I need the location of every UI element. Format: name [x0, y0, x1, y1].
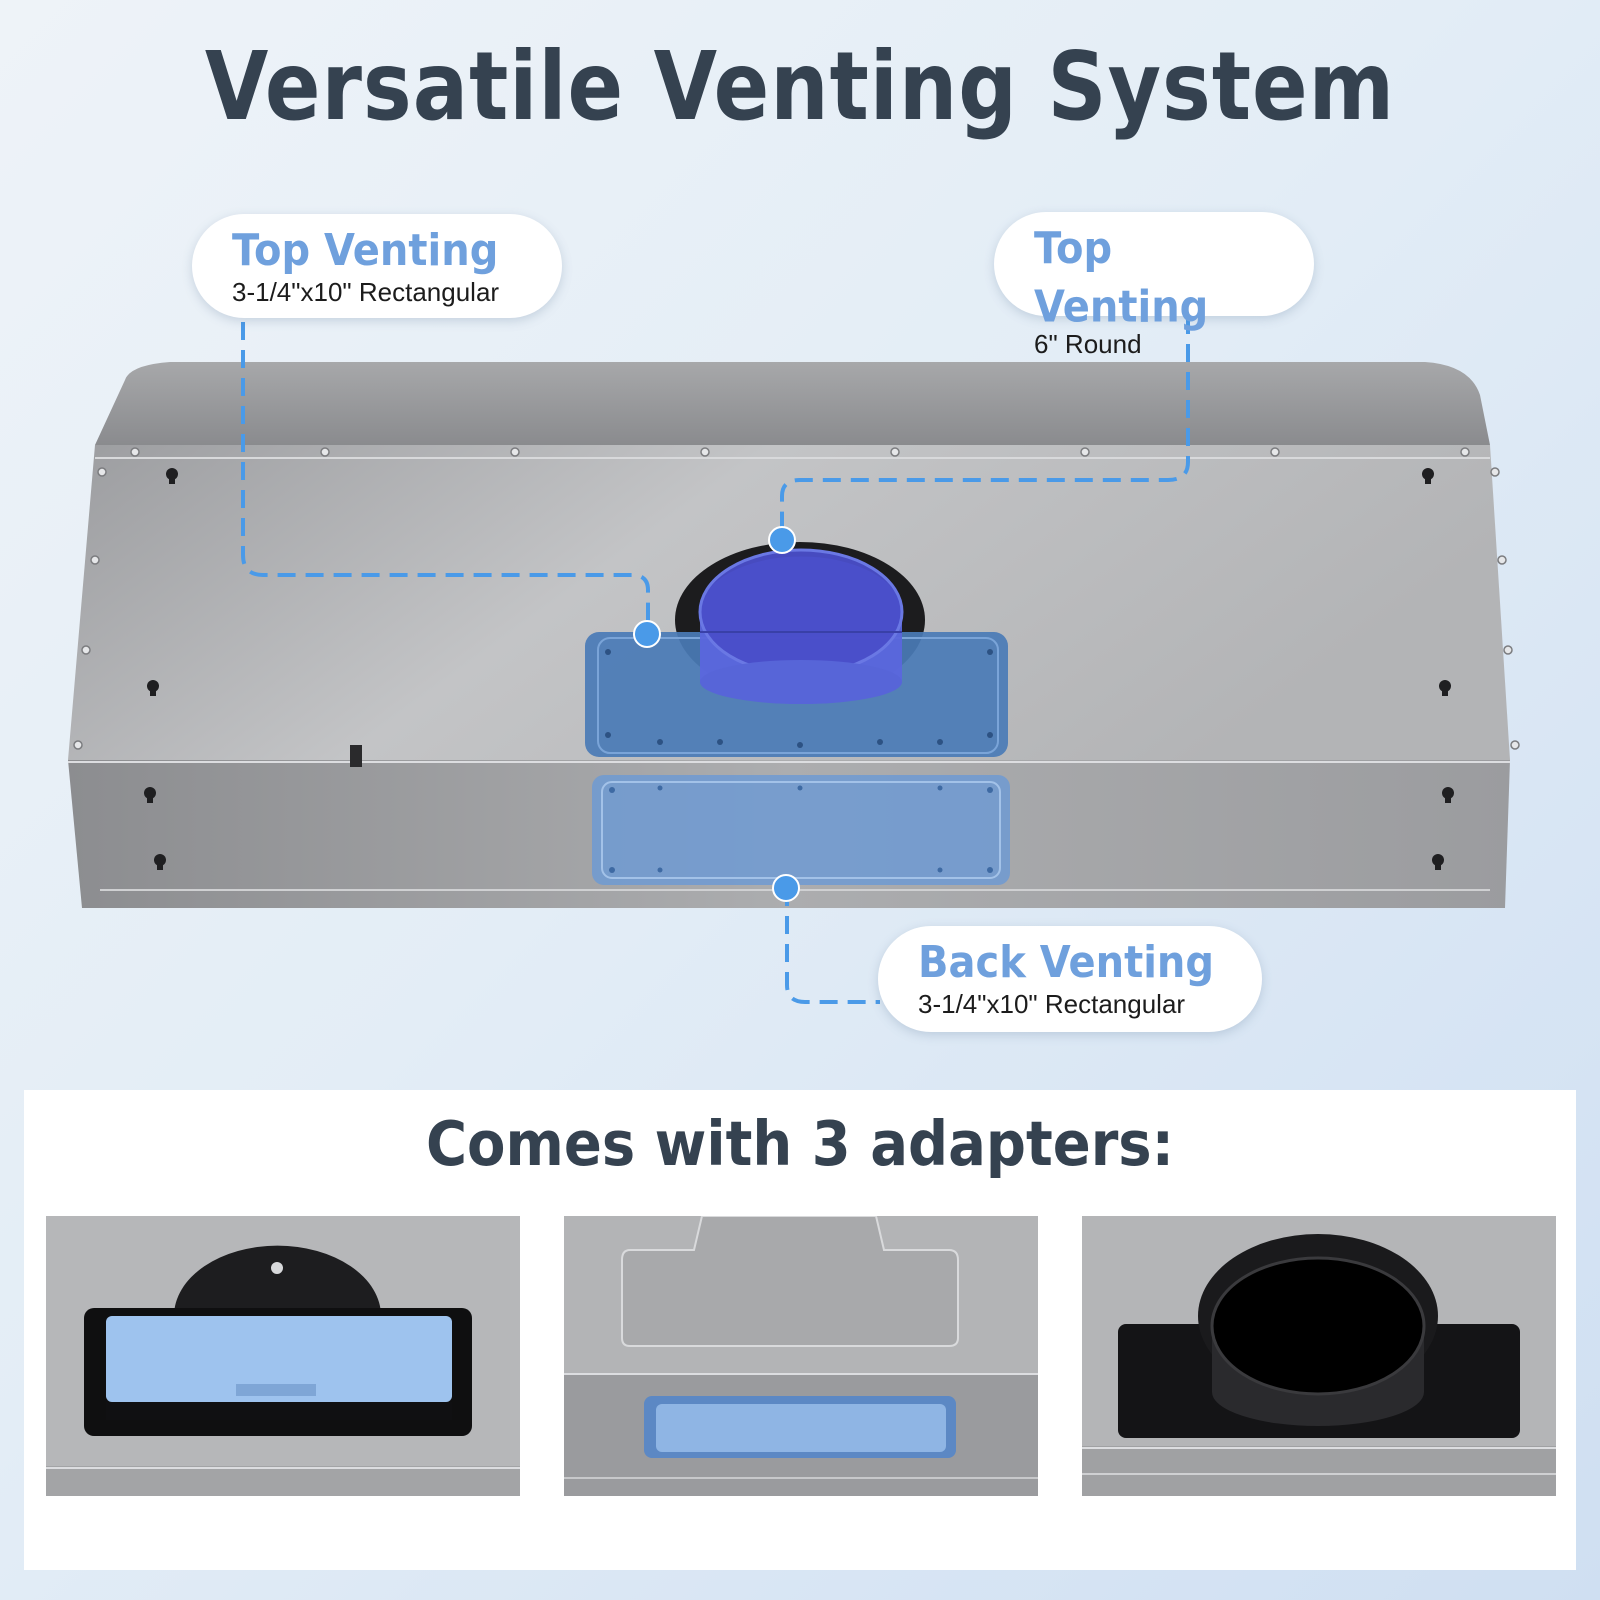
- adapters-panel: Comes with 3 adapters:: [24, 1090, 1576, 1570]
- callout-title: Top Venting: [232, 226, 499, 276]
- callout-top-venting-round: Top Venting 6" Round: [994, 212, 1314, 359]
- range-hood-illustration: [68, 316, 1520, 1004]
- page-title: Versatile Venting System: [204, 32, 1396, 143]
- adapters-title: Comes with 3 adapters:: [425, 1108, 1175, 1181]
- adapter-photo-top-rectangular: [46, 1216, 520, 1496]
- callout-subtitle: 6" Round: [1034, 329, 1142, 359]
- callout-title: Top Venting: [1034, 224, 1209, 333]
- callout-subtitle: 3-1/4"x10" Rectangular: [918, 989, 1186, 1019]
- adapter-photo-back-rectangular: [564, 1216, 1038, 1496]
- adapter-photo-top-round: [1082, 1216, 1556, 1496]
- callout-subtitle: 3-1/4"x10" Rectangular: [232, 277, 500, 307]
- callout-title: Back Venting: [918, 938, 1215, 988]
- callout-back-venting-rectangular: Back Venting 3-1/4"x10" Rectangular: [878, 926, 1262, 1032]
- callout-top-venting-rectangular: Top Venting 3-1/4"x10" Rectangular: [192, 214, 562, 318]
